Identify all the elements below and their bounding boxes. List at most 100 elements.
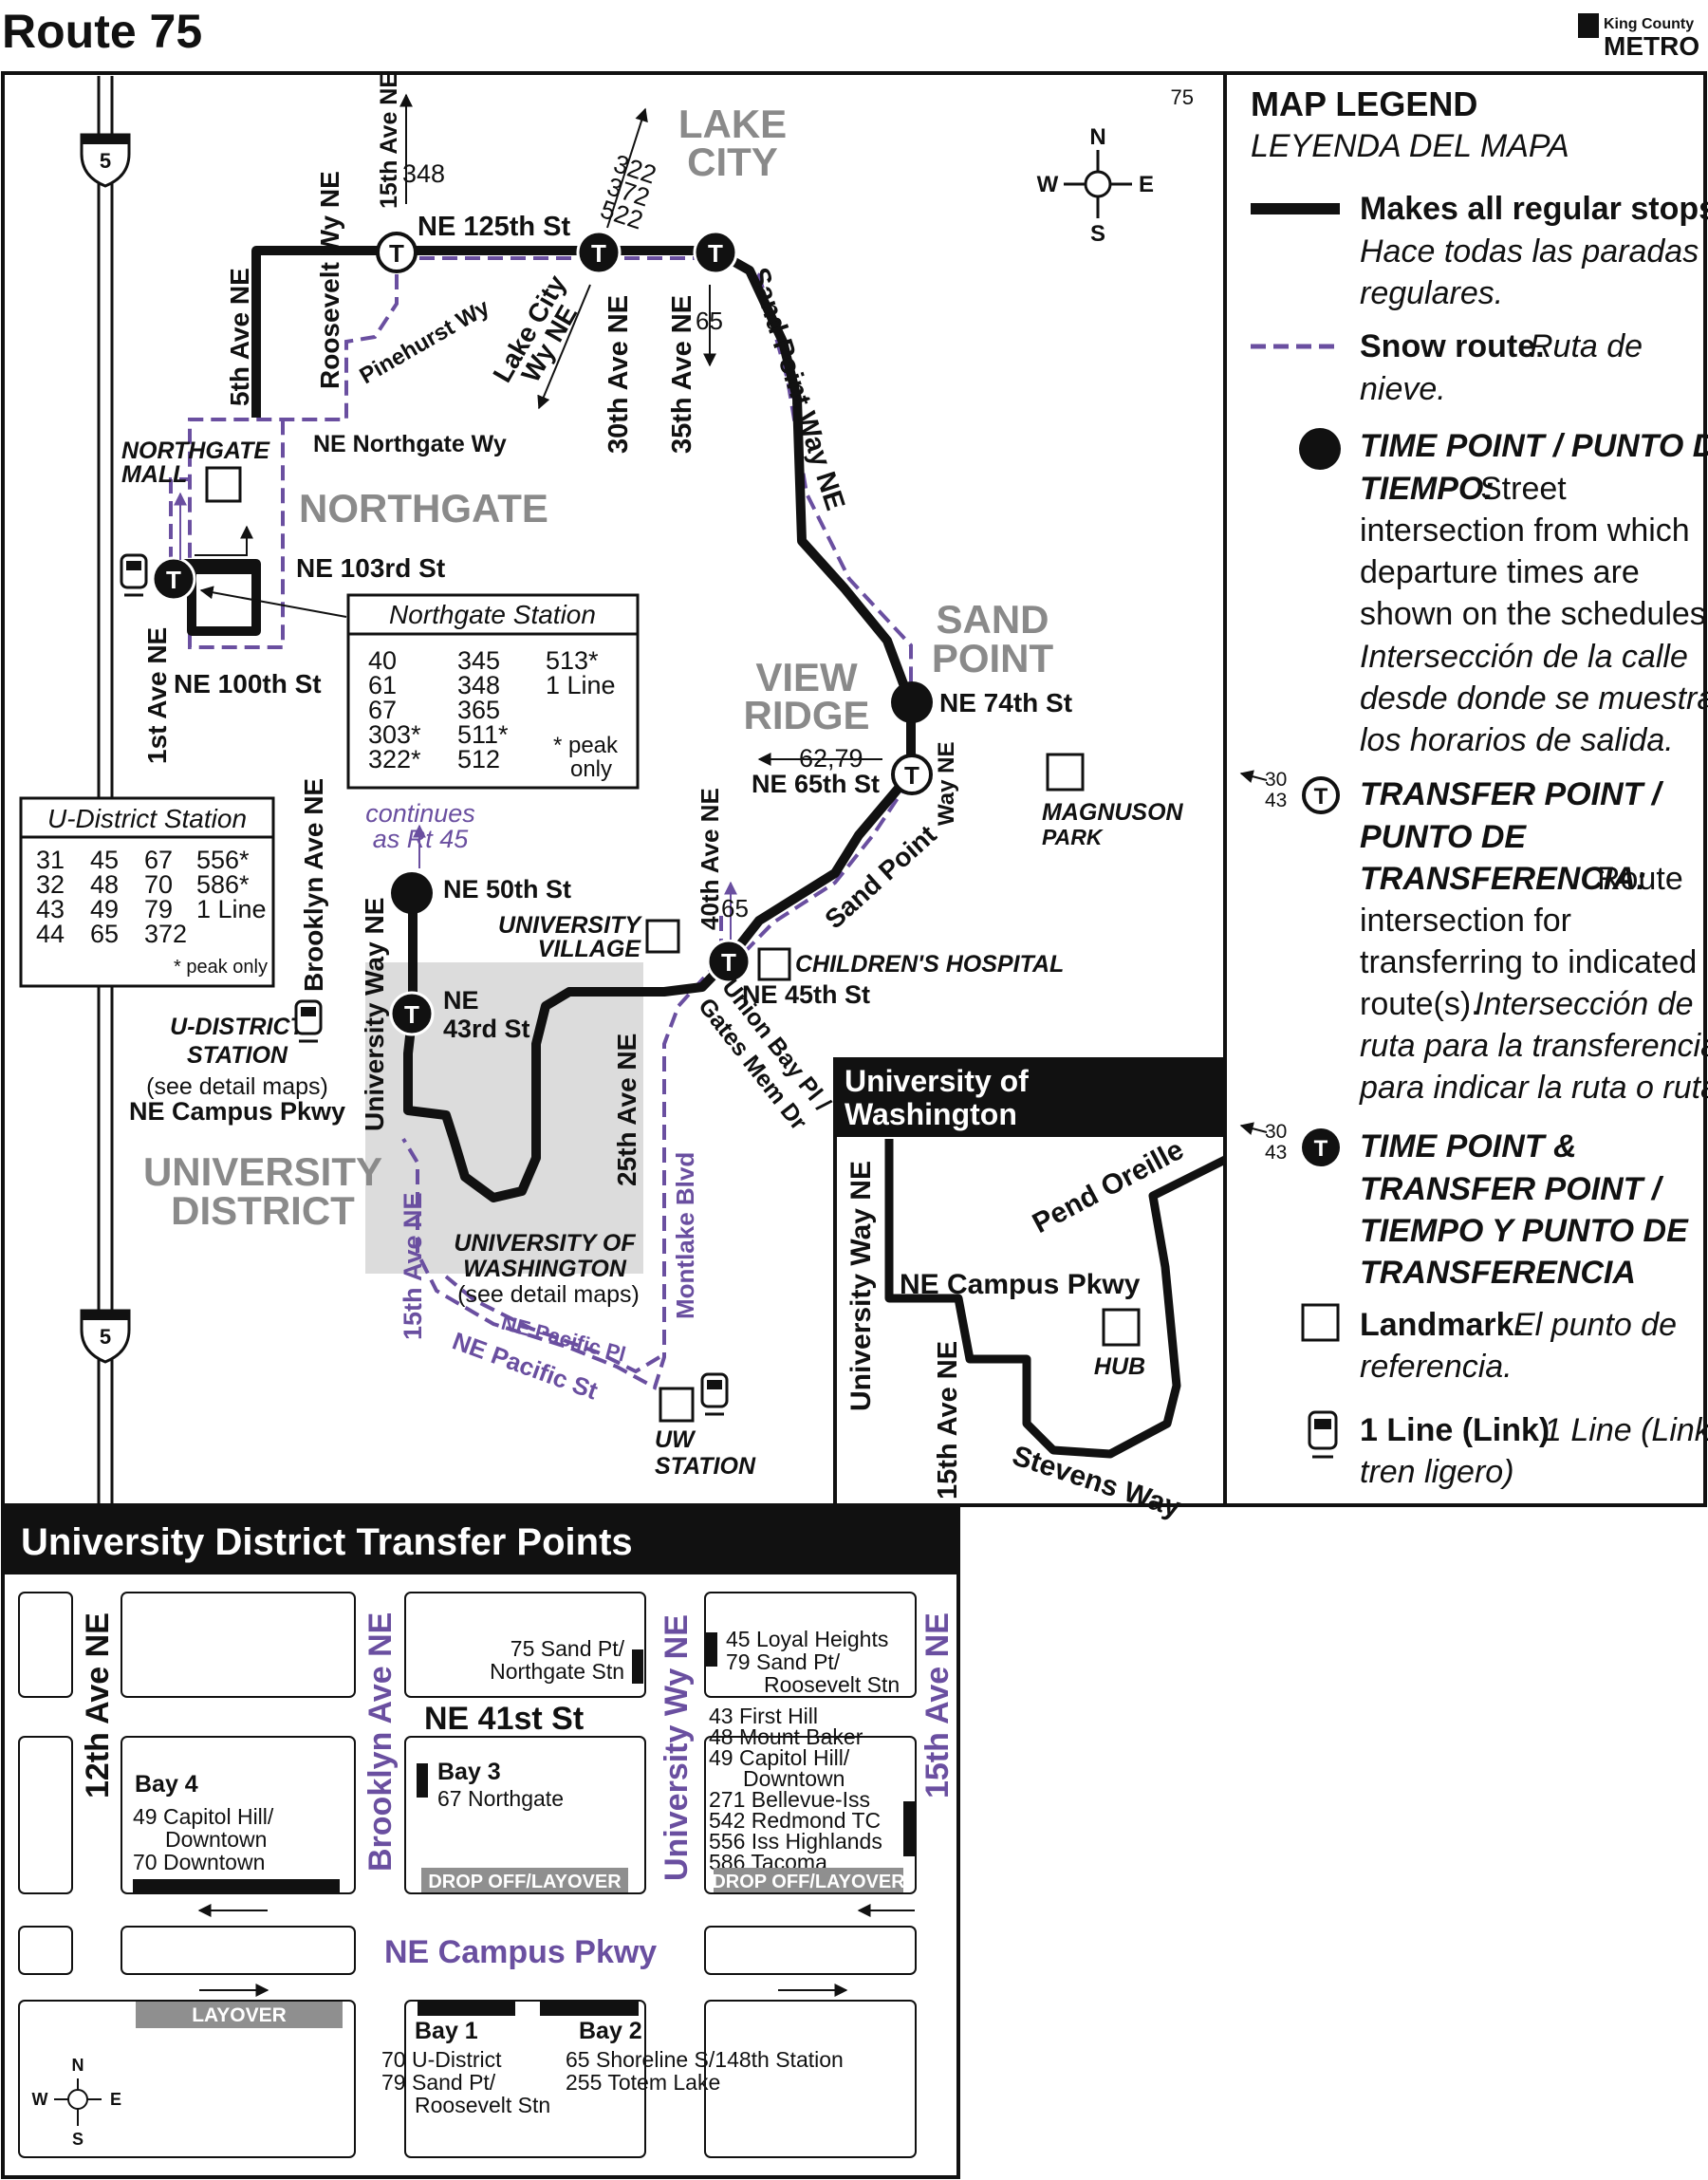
svg-text:los horarios de salida.: los horarios de salida. bbox=[1360, 722, 1674, 758]
u-district-link-train-icon bbox=[294, 999, 323, 1043]
svg-text:DROP OFF/LAYOVER: DROP OFF/LAYOVER bbox=[712, 1872, 905, 1892]
svg-text:TIME POINT &: TIME POINT & bbox=[1360, 1128, 1577, 1165]
stop-route-line: 271 Bellevue-Iss bbox=[709, 1787, 870, 1812]
route-number: 32 bbox=[36, 870, 65, 899]
svg-text:E: E bbox=[110, 2090, 121, 2109]
svg-text:1st Ave NE: 1st Ave NE bbox=[142, 627, 172, 764]
time-point-ne-50th[interactable] bbox=[391, 872, 433, 914]
svg-text:TRANSFER POINT /: TRANSFER POINT / bbox=[1360, 1171, 1664, 1207]
stop-route-line: 45 Loyal Heights bbox=[726, 1627, 888, 1651]
stop-route-line: 556 Iss Highlands bbox=[709, 1829, 882, 1854]
route-number: 70 bbox=[144, 870, 173, 899]
svg-text:Pinehurst Wy: Pinehurst Wy bbox=[356, 294, 494, 389]
svg-text:Bay 4: Bay 4 bbox=[135, 1771, 198, 1798]
svg-text:WASHINGTON: WASHINGTON bbox=[463, 1256, 627, 1282]
svg-text:N: N bbox=[1089, 124, 1105, 150]
svg-text:VIEW: VIEW bbox=[755, 655, 858, 699]
svg-text:NE 65th St: NE 65th St bbox=[752, 770, 880, 798]
route-number: 322* bbox=[368, 745, 421, 773]
svg-text:(see detail maps): (see detail maps) bbox=[457, 1281, 640, 1308]
route-number: 348 bbox=[457, 671, 500, 699]
svg-text:continues: continues bbox=[365, 799, 475, 828]
time-and-transfer-point-legend-icon: T bbox=[1302, 1128, 1340, 1166]
svg-text:STATION: STATION bbox=[187, 1042, 288, 1069]
svg-text:POINT: POINT bbox=[932, 636, 1054, 680]
svg-text:NE Campus Pkwy: NE Campus Pkwy bbox=[129, 1097, 345, 1126]
bay-route-line: 70 Downtown bbox=[133, 1850, 265, 1874]
route-number: 48 bbox=[90, 870, 119, 899]
time-point-ne-74th[interactable] bbox=[891, 681, 933, 723]
svg-text:Street: Street bbox=[1480, 471, 1567, 507]
svg-text:SAND: SAND bbox=[936, 597, 1049, 642]
layover-bar bbox=[136, 2002, 343, 2028]
stop-route-line: Northgate Stn bbox=[490, 1659, 624, 1684]
svg-text:TIME POINT / PUNTO DE: TIME POINT / PUNTO DE bbox=[1360, 428, 1708, 464]
transfer-point-ne-65th[interactable]: T bbox=[891, 754, 933, 795]
time-point-30th-125th[interactable]: T bbox=[576, 230, 622, 275]
svg-text:T: T bbox=[904, 761, 919, 790]
time-point-childrens-hospital[interactable]: T bbox=[706, 939, 752, 984]
svg-text:TIEMPO Y PUNTO DE: TIEMPO Y PUNTO DE bbox=[1360, 1213, 1689, 1249]
route-number: 61 bbox=[368, 671, 397, 699]
svg-text:W: W bbox=[32, 2090, 48, 2109]
route-number: 345 bbox=[457, 646, 500, 675]
transfer-point-15th-125th[interactable]: T bbox=[376, 232, 418, 273]
svg-text:UNIVERSITY: UNIVERSITY bbox=[143, 1149, 382, 1194]
time-point-northgate-station[interactable]: T bbox=[151, 556, 196, 602]
transfer-points-panel: University District Transfer Points 12th… bbox=[1, 1503, 960, 2179]
route-number: 303* bbox=[368, 720, 421, 749]
svg-text:Bay 2: Bay 2 bbox=[579, 2018, 642, 2044]
svg-text:LAYOVER: LAYOVER bbox=[192, 2004, 287, 2026]
stop-bar-43 bbox=[903, 1801, 915, 1856]
svg-text:T: T bbox=[389, 239, 404, 268]
svg-text:route(s).: route(s). bbox=[1360, 986, 1480, 1022]
svg-text:30: 30 bbox=[1265, 769, 1287, 791]
svg-text:15th Ave NE: 15th Ave NE bbox=[399, 1192, 427, 1340]
i5-shield-icon: 5 bbox=[80, 1309, 131, 1364]
svg-text:43rd St: 43rd St bbox=[443, 1015, 530, 1043]
udistrict-station-routes-box: U-District Station 313243444548496567707… bbox=[19, 796, 275, 988]
svg-text:CITY: CITY bbox=[687, 140, 778, 184]
route-number: 31 bbox=[36, 846, 65, 874]
svg-text:regulares.: regulares. bbox=[1360, 275, 1503, 311]
svg-text:LAKE: LAKE bbox=[678, 102, 787, 146]
map-legend: MAP LEGEND LEYENDA DEL MAPA Makes all re… bbox=[1239, 84, 1708, 1490]
svg-text:Montlake Blvd: Montlake Blvd bbox=[671, 1152, 699, 1319]
university-village-landmark-icon bbox=[645, 919, 680, 954]
bay-route-line: 70 U-District bbox=[381, 2047, 502, 2072]
svg-text:PARK: PARK bbox=[1042, 825, 1104, 849]
time-point-35th-125th[interactable]: T bbox=[693, 230, 738, 275]
transfer-point-legend-icon: T bbox=[1302, 776, 1340, 814]
svg-text:1 Line (Link): 1 Line (Link) bbox=[1360, 1412, 1550, 1448]
time-point-ne-43rd[interactable]: T bbox=[389, 991, 435, 1036]
svg-text:University Way NE: University Way NE bbox=[845, 1161, 877, 1411]
svg-text:STATION: STATION bbox=[655, 1453, 756, 1480]
page-title: Route 75 bbox=[2, 5, 202, 58]
svg-text:University Wy NE: University Wy NE bbox=[659, 1614, 695, 1881]
drop-off-layover-bar bbox=[421, 1868, 628, 1892]
route-number: 65 bbox=[90, 920, 119, 948]
svg-text:LEYENDA DEL MAPA: LEYENDA DEL MAPA bbox=[1251, 128, 1569, 164]
i5-shield-icon: 5 bbox=[80, 133, 131, 188]
svg-text:University Way NE: University Way NE bbox=[360, 898, 389, 1131]
stop-bar-bay3 bbox=[417, 1763, 428, 1798]
hub-landmark-icon bbox=[1102, 1308, 1141, 1347]
svg-text:shown on the schedules.: shown on the schedules. bbox=[1360, 596, 1708, 632]
svg-text:5th Ave NE: 5th Ave NE bbox=[225, 268, 254, 406]
stop-route-line: 49 Capitol Hill/ bbox=[709, 1745, 850, 1770]
svg-text:T: T bbox=[708, 239, 723, 268]
svg-text:RIDGE: RIDGE bbox=[743, 693, 869, 737]
svg-text:25th Ave NE: 25th Ave NE bbox=[612, 1034, 641, 1186]
king-county-logo-icon bbox=[1578, 13, 1599, 38]
svg-text:15th Ave NE: 15th Ave NE bbox=[376, 72, 402, 209]
transfer-points-header bbox=[3, 1505, 958, 1574]
svg-text:nieve.: nieve. bbox=[1360, 371, 1446, 407]
svg-text:University of: University of bbox=[845, 1064, 1029, 1098]
svg-text:King County: King County bbox=[1604, 16, 1694, 32]
svg-text:tren ligero): tren ligero) bbox=[1360, 1454, 1514, 1490]
svg-text:T: T bbox=[721, 948, 736, 977]
compass-rose-icon: N S W E bbox=[1037, 124, 1154, 247]
bay-route-line: 65 Shoreline S/148th Station bbox=[566, 2047, 844, 2072]
svg-text:Way NE: Way NE bbox=[934, 742, 959, 826]
route-number: 1 Line bbox=[546, 671, 616, 699]
